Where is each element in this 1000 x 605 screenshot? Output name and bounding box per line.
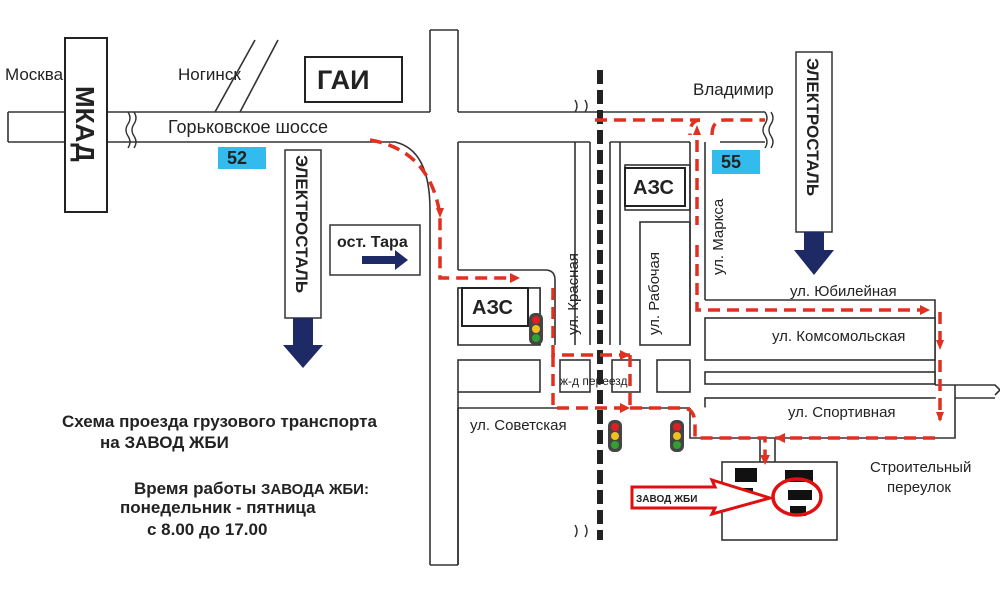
highway-label: Горьковское шоссе [168, 117, 328, 137]
traffic-light-2 [608, 420, 622, 452]
azs-right-label: АЗС [633, 177, 674, 199]
yubileynaya-label: ул. Юбилейная [790, 283, 897, 300]
block-se [656, 359, 691, 393]
zavod-pointer-arrow [630, 477, 776, 517]
route-segment-7 [710, 118, 765, 136]
highway-north-edge [135, 111, 765, 143]
electrostal-left-sign [284, 149, 322, 319]
gai-box [304, 56, 403, 103]
break-east [762, 111, 768, 149]
sovetskaya-north [457, 407, 560, 565]
stop-tara-label: ост. Тара [337, 234, 408, 251]
sovetskaya-label: ул. Советская [470, 417, 567, 434]
block-sw [457, 359, 541, 393]
rail-side-2 [609, 142, 621, 345]
break-west-2 [131, 111, 137, 149]
road-break-marks [125, 99, 774, 538]
break-rail-north [574, 99, 588, 113]
hours-line1: Время работы ЗАВОДА ЖБИ: [134, 479, 369, 498]
mkad-road [64, 37, 108, 213]
route-segment-8 [695, 140, 925, 312]
stop-tara-arrow [362, 250, 408, 270]
electrostal-right-label: ЭЛЕКТРОСТАЛЬ [803, 58, 822, 196]
marksa [689, 142, 706, 345]
traffic-light-3 [670, 420, 684, 452]
main-road-north [429, 30, 459, 112]
break-rail-south [574, 524, 588, 538]
stop-tara-sign [329, 224, 421, 276]
azs-left-box [461, 287, 529, 327]
hours-line3: с 8.00 до 17.00 [147, 520, 267, 539]
hours-line2: понедельник - пятница [120, 498, 316, 517]
main-road-cap-south [430, 392, 459, 566]
route-segment-1 [369, 138, 515, 280]
scheme-title-line1: Схема проезда грузового транспорта [62, 412, 377, 431]
krasnaya-label: ул. Красная [565, 253, 582, 335]
block-rabochaya [639, 221, 691, 346]
block-middle [704, 371, 936, 385]
rail-crossing-label: ж-д переезд [560, 374, 628, 388]
electrostal-left-label: ЭЛЕКТРОСТАЛЬ [292, 155, 311, 293]
electrostal-left-arrow [283, 318, 323, 368]
rail-side-1 [574, 142, 591, 345]
route-segment-4 [630, 406, 767, 462]
route-arrows [436, 125, 944, 465]
break-east-2 [768, 111, 774, 149]
stroitelny [689, 398, 956, 439]
gai-label: ГАИ [317, 65, 370, 95]
route-55-sign [712, 150, 760, 174]
block-rail-e [611, 359, 641, 393]
traffic-light-1 [529, 313, 543, 345]
east-exit [935, 384, 1000, 399]
stroitelny-label-1: Строительный [870, 459, 971, 476]
route-55-label: 55 [721, 152, 741, 172]
noginsk-branch [214, 39, 279, 113]
zavod-label: ЗАВОД ЖБИ [636, 494, 697, 505]
block-rail-w [559, 359, 591, 393]
route-52-sign [218, 147, 266, 169]
block-komsomolskaya [704, 317, 936, 361]
moscow-label: Москва [5, 65, 64, 84]
factory-access [759, 438, 776, 462]
mkad-label: МКАД [70, 86, 100, 162]
marksa-label: ул. Маркса [710, 198, 727, 275]
azs-left-label: АЗС [472, 297, 513, 319]
scheme-title-line2: на ЗАВОД ЖБИ [100, 433, 229, 452]
komsomolskaya-label: ул. Комсомольская [772, 328, 905, 345]
main-road-south [429, 200, 459, 565]
rabochaya-label: ул. Рабочая [646, 252, 663, 335]
zavod-highlight-ring [771, 477, 823, 517]
route-52-label: 52 [227, 148, 247, 168]
vladimir-label: Владимир [693, 80, 774, 99]
azs-right-box [624, 167, 686, 207]
noginsk-label: Ногинск [178, 65, 241, 84]
electrostal-right-arrow [794, 232, 834, 275]
route [369, 118, 942, 462]
stroitelny-label-2: переулок [887, 479, 951, 496]
route-segment-3 [551, 355, 632, 410]
curve-west [394, 141, 431, 211]
break-west [125, 111, 131, 149]
sportivnaya-label: ул. Спортивная [788, 404, 896, 421]
